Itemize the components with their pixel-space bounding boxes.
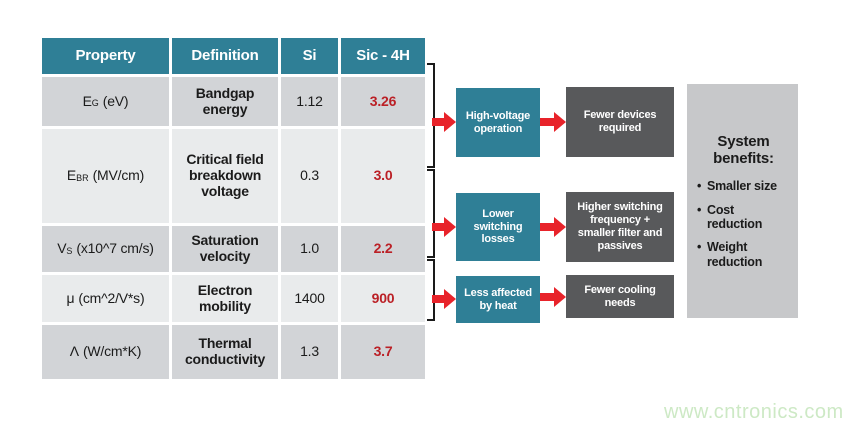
- definition-cell: Thermal conductivity: [172, 325, 278, 379]
- definition-cell: Electron mobility: [172, 275, 278, 322]
- effect-box-fewer-devices: Fewer devices required: [566, 87, 674, 157]
- effect-box-higher-frequency: Higher switching frequency + smaller fil…: [566, 192, 674, 262]
- property-unit: (W/cm*K): [82, 343, 142, 360]
- cause-box-high-voltage: High-voltage operation: [456, 88, 540, 157]
- property-subscript: S: [66, 245, 73, 256]
- effect-box-fewer-cooling: Fewer cooling needs: [566, 275, 674, 318]
- benefit-label: Smaller size: [707, 179, 777, 194]
- definition-cell: Saturation velocity: [172, 226, 278, 272]
- definition-cell: Bandgap energy: [172, 77, 278, 126]
- right-arrow-icon: [540, 217, 566, 237]
- si-value-cell: 1.0: [281, 226, 338, 272]
- sic-value-cell: 3.7: [341, 325, 425, 379]
- sic-value-cell: 2.2: [341, 226, 425, 272]
- system-benefits-title: System benefits:: [713, 132, 774, 168]
- bracket-group-1: [427, 63, 435, 168]
- bracket-group-3: [427, 259, 435, 321]
- cause-box-heat: Less affected by heat: [456, 276, 540, 323]
- si-value-cell: 1400: [281, 275, 338, 322]
- bullet-icon: •: [697, 179, 702, 194]
- right-arrow-icon: [432, 289, 456, 309]
- benefit-label: Weight reduction: [707, 240, 763, 269]
- column-header-sic: Sic - 4H: [341, 38, 425, 74]
- right-arrow-icon: [540, 287, 566, 307]
- cause-box-switching-losses: Lower switching losses: [456, 193, 540, 261]
- right-arrow-icon: [432, 112, 456, 132]
- sic-value-cell: 900: [341, 275, 425, 322]
- bracket-group-2: [427, 169, 435, 258]
- column-header-property: Property: [42, 38, 169, 74]
- si-value-cell: 0.3: [281, 129, 338, 223]
- sic-value-cell: 3.26: [341, 77, 425, 126]
- property-unit: (x10^7 cm/s): [76, 240, 154, 257]
- benefit-item: • Weight reduction: [697, 240, 790, 269]
- column-header-definition: Definition: [172, 38, 278, 74]
- sic-value-cell: 3.0: [341, 129, 425, 223]
- property-cell: μ(cm^2/V*s): [42, 275, 169, 322]
- property-subscript: BR: [76, 172, 89, 183]
- system-benefits-panel: System benefits: • Smaller size • Cost red…: [687, 84, 798, 318]
- property-symbol: Λ: [69, 343, 79, 360]
- site-watermark: www.cntronics.com: [664, 401, 844, 423]
- benefit-item: • Cost reduction: [697, 203, 790, 232]
- property-symbol: E: [66, 167, 77, 184]
- bullet-icon: •: [697, 202, 702, 217]
- column-header-si: Si: [281, 38, 338, 74]
- si-value-cell: 1.3: [281, 325, 338, 379]
- benefit-item: • Smaller size: [697, 179, 790, 193]
- property-cell: Λ(W/cm*K): [42, 325, 169, 379]
- property-symbol: μ: [66, 289, 75, 306]
- property-subscript: G: [91, 98, 99, 109]
- benefit-label: Cost reduction: [707, 202, 763, 232]
- property-unit: (MV/cm): [92, 167, 145, 184]
- right-arrow-icon: [432, 217, 456, 237]
- right-arrow-icon: [540, 112, 566, 132]
- bullet-icon: •: [697, 240, 702, 255]
- property-unit: (eV): [102, 92, 129, 109]
- property-symbol: E: [82, 92, 92, 109]
- si-value-cell: 1.12: [281, 77, 338, 126]
- property-unit: (cm^2/V*s): [78, 289, 145, 306]
- property-symbol: V: [57, 240, 67, 257]
- definition-cell: Critical field breakdown voltage: [172, 129, 278, 223]
